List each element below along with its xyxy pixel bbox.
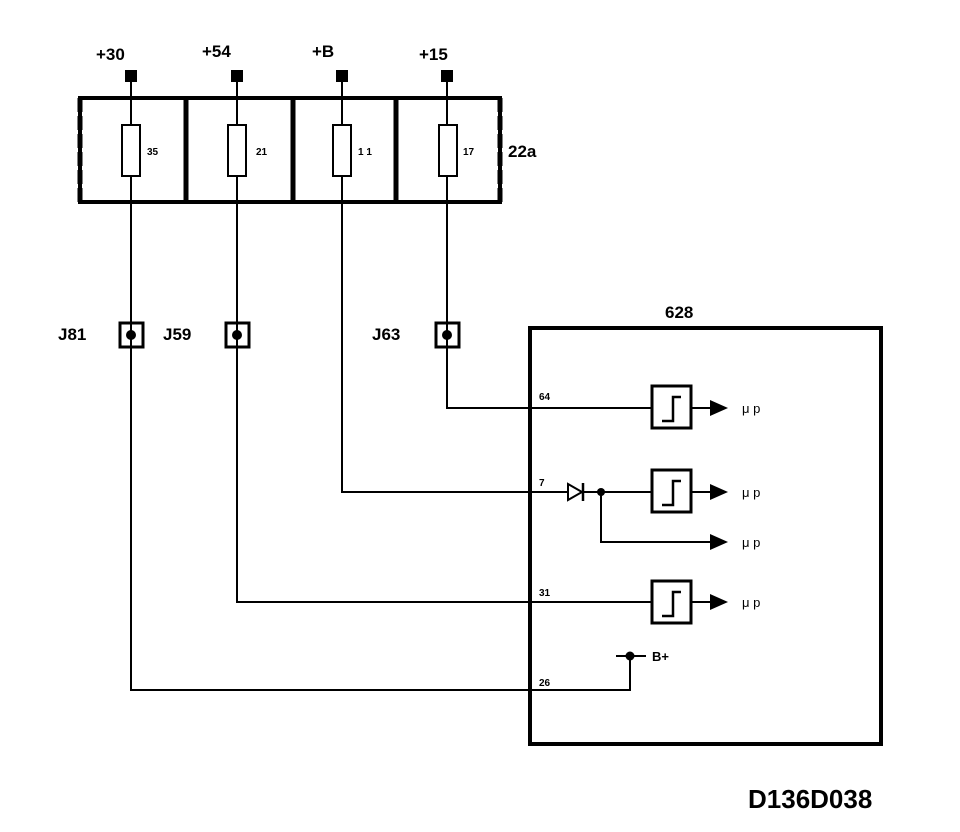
fuse-11	[332, 124, 352, 177]
connector-label-J59: J59	[163, 325, 191, 344]
bplus-junction-dot	[625, 651, 635, 661]
connector-J59-pin	[232, 330, 242, 340]
pin-label-64: 64	[539, 392, 551, 403]
output-arrow-3	[710, 534, 728, 550]
terminal-plus54	[231, 70, 243, 82]
module-label: 628	[665, 303, 693, 322]
fuse-35	[121, 124, 141, 177]
connector-J59	[224, 321, 251, 349]
supply-label-plusB: +B	[312, 42, 334, 61]
wire-plusB-lower	[341, 176, 566, 493]
module-628-box	[528, 326, 883, 746]
output-label-2: μ p	[742, 485, 760, 500]
wire-plus30-lower	[130, 176, 631, 691]
terminal-plus30	[125, 70, 137, 82]
fuse-17	[438, 124, 458, 177]
connector-J63-pin	[442, 330, 452, 340]
fuse-number-11: 1 1	[358, 147, 372, 158]
fuse-number-21: 21	[256, 147, 268, 158]
pin-label-31: 31	[539, 588, 551, 599]
supply-label-plus30: +30	[96, 45, 125, 64]
supply-label-plus15: +15	[419, 45, 448, 64]
junction-dot	[597, 488, 605, 496]
connector-label-J81: J81	[58, 325, 86, 344]
connector-label-J63: J63	[372, 325, 400, 344]
wire-plus54-lower	[236, 176, 652, 603]
connector-J81	[118, 321, 145, 349]
connector-J63	[434, 321, 461, 349]
wire-branch-output-3	[600, 492, 712, 543]
output-label-4: μ p	[742, 595, 760, 610]
output-arrow-1	[710, 400, 728, 416]
connector-J81-pin	[126, 330, 136, 340]
fuse-number-17: 17	[463, 147, 475, 158]
drawing-number: D136D038	[748, 784, 872, 814]
supply-label-plus54: +54	[202, 42, 231, 61]
schmitt-symbol	[662, 479, 681, 507]
terminal-plusB	[336, 70, 348, 82]
output-label-3: μ p	[742, 535, 760, 550]
fuse-box-label: 22a	[508, 142, 537, 161]
terminal-plus15	[441, 70, 453, 82]
pin-label-26: 26	[539, 678, 551, 689]
output-arrow-4	[710, 594, 728, 610]
output-label-1: μ p	[742, 401, 760, 416]
fuse-21	[227, 124, 247, 177]
output-arrow-2	[710, 484, 728, 500]
pin-label-7: 7	[539, 478, 545, 489]
diode-body	[567, 482, 585, 502]
fuse-box-frame	[78, 96, 502, 204]
schmitt-symbol	[662, 590, 681, 618]
fuse-number-35: 35	[147, 147, 159, 158]
schmitt-symbol	[662, 395, 681, 423]
wire-plus15-lower	[446, 176, 652, 409]
bplus-label: B+	[652, 649, 669, 664]
